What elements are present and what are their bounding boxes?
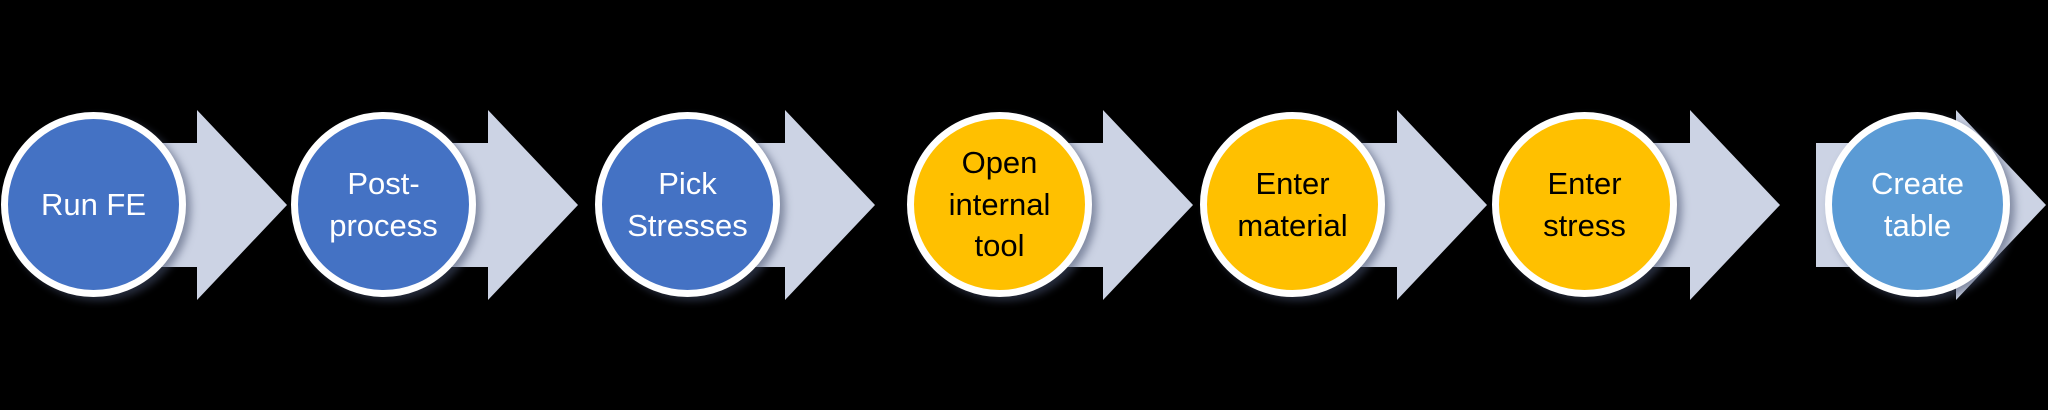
step-label-create-table: Create table: [1870, 165, 1965, 243]
step-node-pick-stresses: Pick Stresses: [595, 112, 780, 297]
step-label-pick-stresses: Pick Stresses: [627, 165, 748, 243]
step-label-enter-stress: Enter stress: [1543, 165, 1626, 243]
step-label-enter-material: Enter material: [1237, 165, 1348, 243]
step-node-post-process: Post-process: [291, 112, 476, 297]
step-label-run-fe: Run FE: [40, 186, 147, 222]
step-node-open-internal-tool: Open internal tool: [907, 112, 1092, 297]
step-label-open-internal-tool: Open internal tool: [948, 144, 1051, 264]
step-node-enter-material: Enter material: [1200, 112, 1385, 297]
step-label-post-process: Post-process: [329, 165, 438, 243]
step-node-enter-stress: Enter stress: [1492, 112, 1677, 297]
step-node-create-table: Create table: [1825, 112, 2010, 297]
step-node-run-fe: Run FE: [1, 112, 186, 297]
